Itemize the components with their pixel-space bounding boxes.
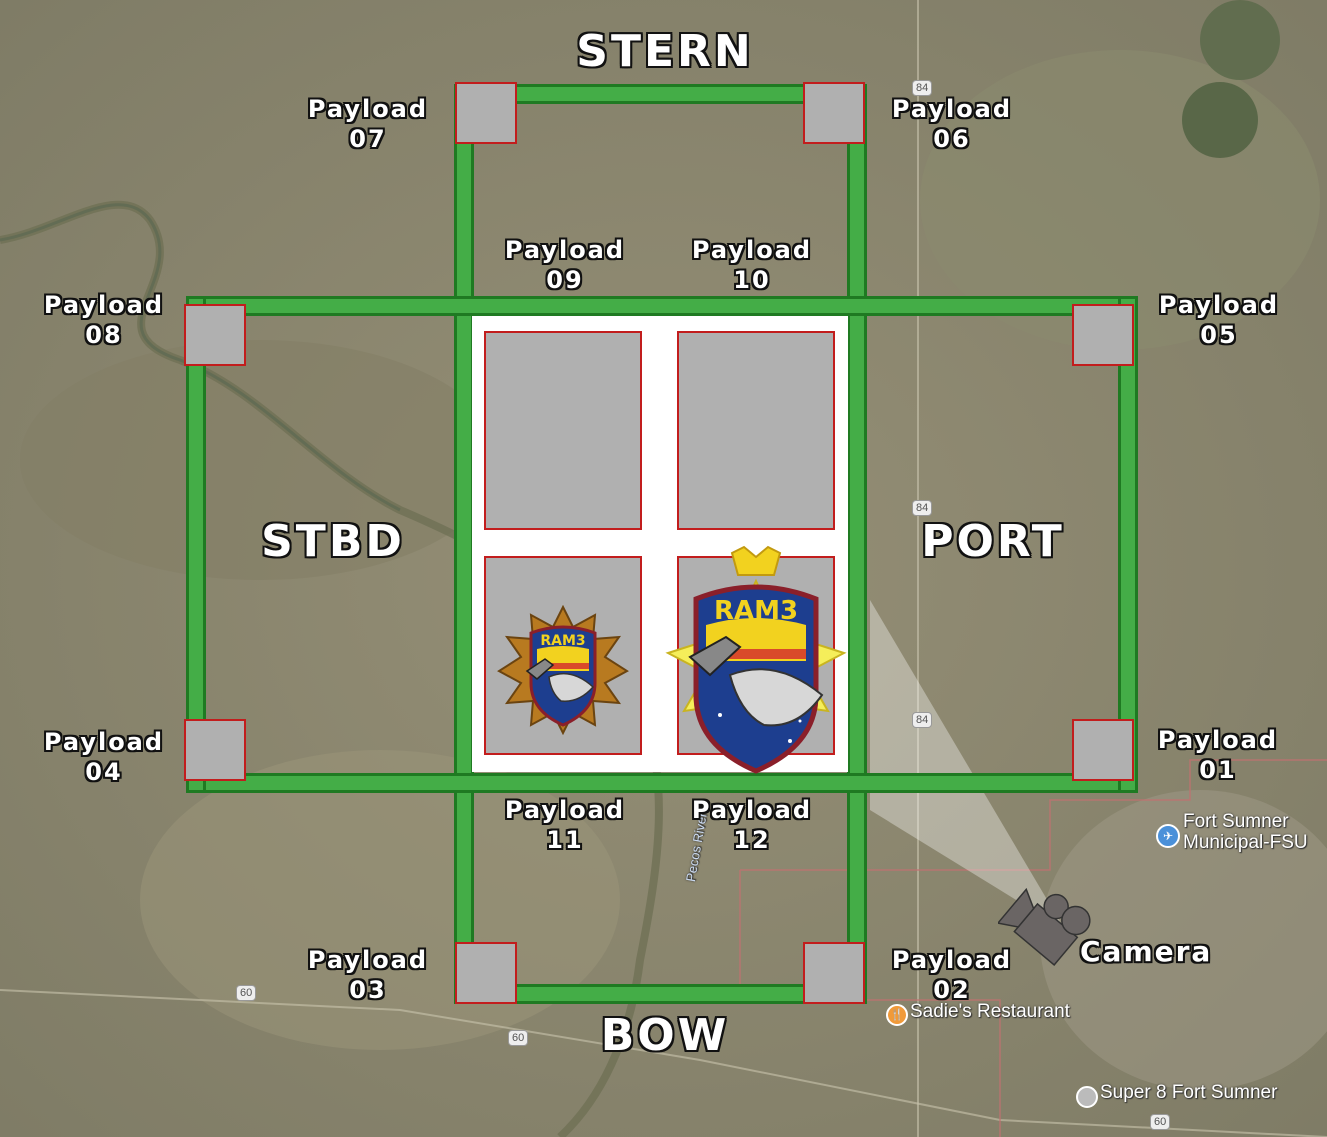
payload-label-07: Payload 07: [283, 97, 453, 157]
payload-label-08-title: Payload: [19, 293, 189, 317]
payload-label-06: Payload 06: [867, 97, 1037, 157]
payload-label-05: Payload 05: [1134, 293, 1304, 353]
highway-84-shield: 84: [912, 80, 932, 96]
payload-label-11-title: Payload: [480, 798, 650, 822]
payload-label-12-title: Payload: [667, 798, 837, 822]
payload-label-02: Payload 02: [867, 948, 1037, 1008]
payload-label-03: Payload 03: [283, 948, 453, 1008]
payload-label-01-title: Payload: [1133, 728, 1303, 752]
payload-box-07[interactable]: [455, 82, 517, 144]
airport-icon: ✈: [1156, 824, 1180, 848]
payload-box-06[interactable]: [803, 82, 865, 144]
bow-label: BOW: [560, 1014, 770, 1058]
payload-label-07-number: 07: [283, 127, 453, 151]
payload-box-03[interactable]: [455, 942, 517, 1004]
payload-box-10[interactable]: [677, 331, 835, 530]
payload-box-08[interactable]: [184, 304, 246, 366]
payload-label-04-number: 04: [19, 760, 189, 784]
payload-label-03-title: Payload: [283, 948, 453, 972]
payload-label-01: Payload 01: [1133, 728, 1303, 788]
payload-box-04[interactable]: [184, 719, 246, 781]
payload-label-11-number: 11: [480, 828, 650, 852]
payload-label-10: Payload 10: [667, 238, 837, 298]
airport-label: Fort Sumner Municipal-FSU: [1183, 812, 1308, 854]
payload-label-12-number: 12: [667, 828, 837, 852]
highway-60-shield: 60: [508, 1030, 528, 1046]
payload-label-07-title: Payload: [283, 97, 453, 121]
payload-label-06-title: Payload: [867, 97, 1037, 121]
payload-label-02-number: 02: [867, 978, 1037, 1002]
port-label: PORT: [898, 520, 1088, 564]
frame-upper-cross-bar: [186, 296, 1138, 316]
camera-label: Camera: [1080, 938, 1240, 966]
payload-label-12: Payload 12: [667, 798, 837, 858]
highway-84-shield: 84: [912, 712, 932, 728]
payload-label-05-title: Payload: [1134, 293, 1304, 317]
airport-name-line1: Fort Sumner: [1183, 812, 1308, 833]
payload-label-11: Payload 11: [480, 798, 650, 858]
payload-box-01[interactable]: [1072, 719, 1134, 781]
airport-name-line2: Municipal-FSU: [1183, 833, 1308, 854]
hotel-icon: [1076, 1086, 1098, 1108]
ram3-small-badge-text: RAM3: [540, 633, 585, 649]
highway-60-shield: 60: [236, 985, 256, 1001]
payload-box-05[interactable]: [1072, 304, 1134, 366]
payload-label-08-number: 08: [19, 323, 189, 347]
payload-box-02[interactable]: [803, 942, 865, 1004]
highway-84-shield: 84: [912, 500, 932, 516]
payload-label-03-number: 03: [283, 978, 453, 1002]
payload-box-09[interactable]: [484, 331, 642, 530]
payload-label-08: Payload 08: [19, 293, 189, 353]
payload-label-02-title: Payload: [867, 948, 1037, 972]
stbd-label: STBD: [238, 520, 428, 564]
stern-label: STERN: [560, 30, 770, 74]
frame-left-vertical-bar: [454, 84, 474, 1004]
ram3-large-badge-logo: RAM3: [660, 545, 852, 777]
payload-label-01-number: 01: [1133, 758, 1303, 782]
hotel-label: Super 8 Fort Sumner: [1100, 1083, 1277, 1104]
payload-label-09: Payload 09: [480, 238, 650, 298]
payload-label-10-title: Payload: [667, 238, 837, 262]
highway-60-shield: 60: [1150, 1114, 1170, 1130]
payload-label-10-number: 10: [667, 268, 837, 292]
payload-label-05-number: 05: [1134, 323, 1304, 347]
payload-label-04-title: Payload: [19, 730, 189, 754]
payload-label-09-title: Payload: [480, 238, 650, 262]
ram3-large-badge-text: RAM3: [714, 596, 798, 626]
payload-label-06-number: 06: [867, 127, 1037, 151]
payload-label-04: Payload 04: [19, 730, 189, 790]
frame-right-vertical-bar: [847, 84, 867, 1004]
payload-label-09-number: 09: [480, 268, 650, 292]
ram3-small-badge-logo: RAM3: [497, 605, 629, 735]
